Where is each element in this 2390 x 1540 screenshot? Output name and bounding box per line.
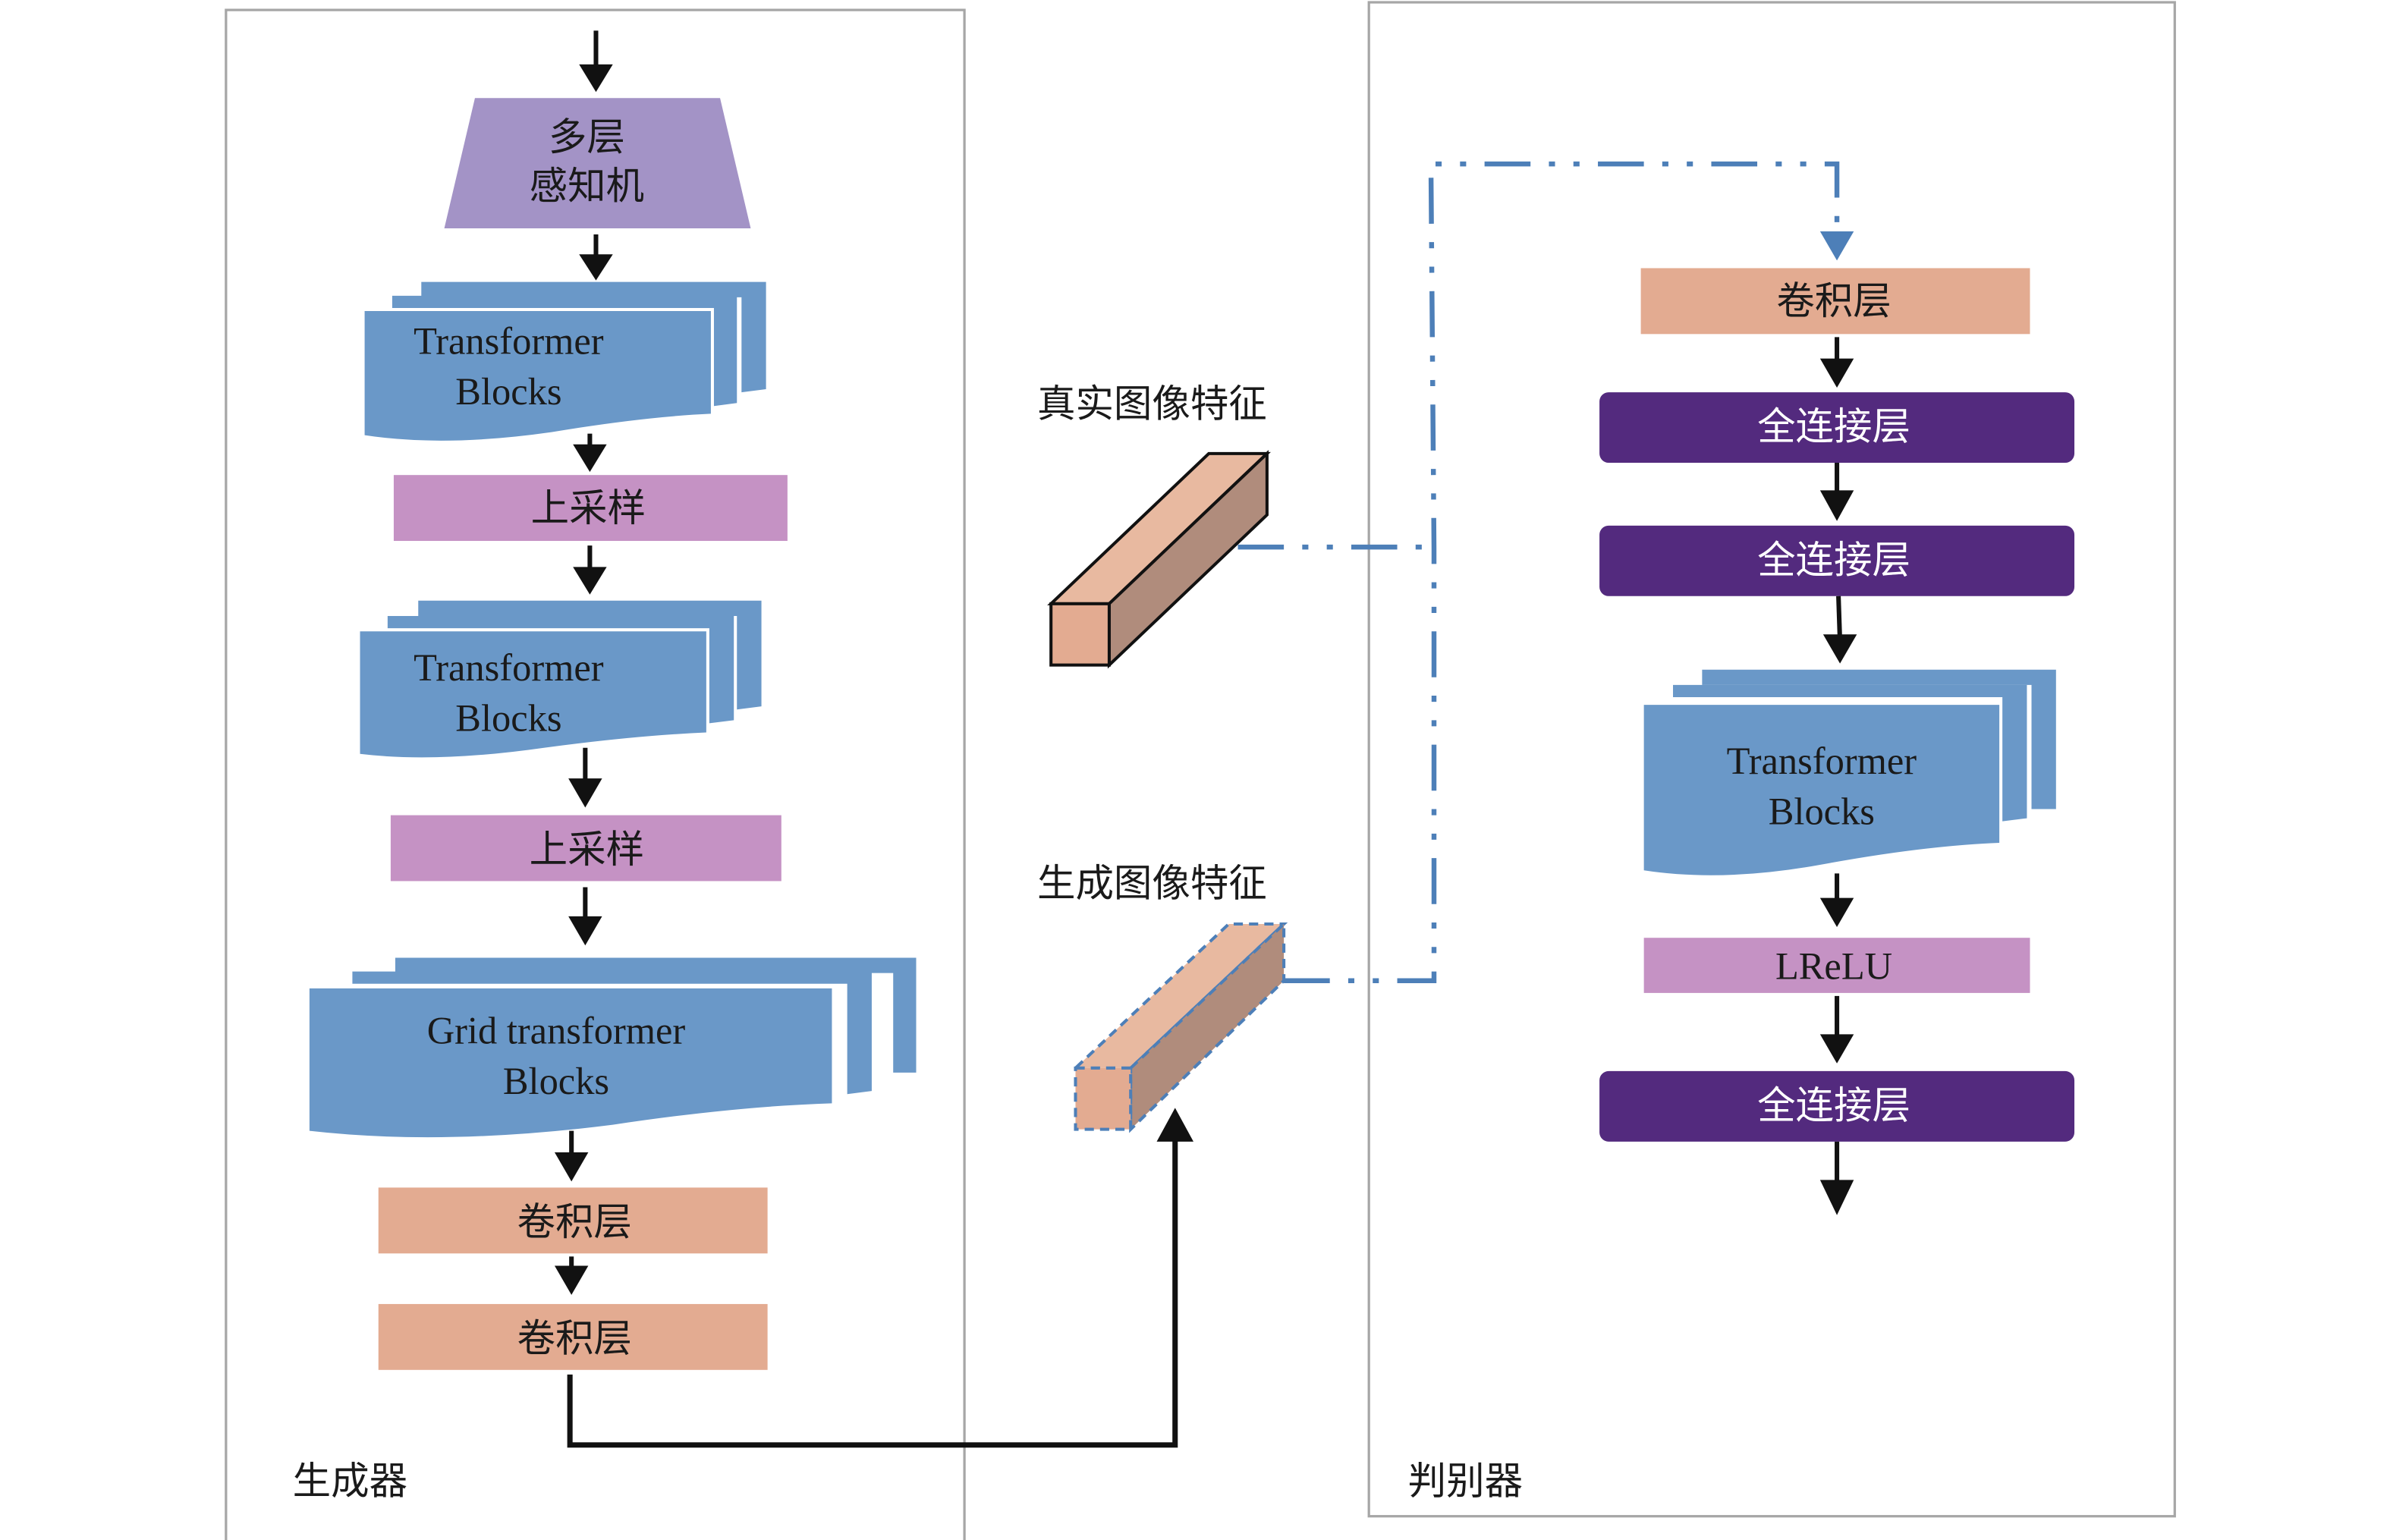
- transformer-blocks-1: Transformer Blocks: [364, 281, 766, 441]
- arrow-disc-output: [1819, 1141, 1854, 1215]
- disc-fc-block-2: 全连接层: [1599, 525, 2075, 596]
- arrow-fc2-to-transformer: [1822, 596, 1857, 664]
- grid-transformer-label-line1: Grid transformer: [427, 1010, 686, 1052]
- grid-transformer-blocks: Grid transformer Blocks: [309, 957, 917, 1138]
- upsample2-label: 上采样: [530, 827, 644, 872]
- disc-fc-block-1: 全连接层: [1599, 392, 2075, 464]
- arrow-conv1-to-conv2: [554, 1256, 589, 1295]
- grid-transformer-label-line2: Blocks: [503, 1060, 609, 1102]
- dashdot-arrowhead: [1819, 231, 1854, 261]
- generator-label: 生成器: [293, 1458, 407, 1503]
- transformer-blocks-2: Transformer Blocks: [360, 600, 762, 758]
- disc-transformer-label-line2: Blocks: [1769, 790, 1875, 833]
- arrow-grid-to-conv1: [554, 1130, 589, 1182]
- disc-fc1-label: 全连接层: [1757, 404, 1910, 449]
- transformer1-label-line2: Blocks: [455, 370, 561, 413]
- real-feature-label: 真实图像特征: [1037, 381, 1267, 426]
- transformer2-label-line1: Transformer: [414, 646, 604, 689]
- conv-block-1: 卷积层: [378, 1187, 768, 1254]
- disc-transformer-blocks: Transformer Blocks: [1643, 669, 2056, 875]
- disc-fc-block-3: 全连接层: [1599, 1070, 2075, 1142]
- disc-conv-block: 卷积层: [1640, 268, 2030, 335]
- upsample-block-1: 上采样: [393, 475, 788, 542]
- transformer1-label-line1: Transformer: [414, 320, 604, 363]
- mlp-label-line1: 多层: [549, 115, 625, 159]
- arrow-upsample2-to-grid: [568, 887, 602, 946]
- real-feature-cube: [1047, 450, 1271, 669]
- arrow-input: [579, 30, 613, 93]
- conv2-label: 卷积层: [517, 1316, 632, 1361]
- conv1-label: 卷积层: [517, 1199, 632, 1244]
- disc-fc2-label: 全连接层: [1757, 537, 1910, 582]
- dashdot-connector: [1237, 161, 1840, 983]
- discriminator-panel: [1367, 1, 2176, 1518]
- disc-conv-label: 卷积层: [1776, 278, 1891, 323]
- arrow-transformer-to-lrelu: [1819, 873, 1854, 928]
- upsample1-label: 上采样: [531, 486, 646, 530]
- discriminator-label: 判别器: [1408, 1458, 1523, 1503]
- transformer2-label-line2: Blocks: [455, 696, 561, 739]
- arrow-transformer2-to-upsample2: [568, 747, 602, 808]
- arrow-generator-output: [567, 1108, 1193, 1448]
- disc-transformer-label-line1: Transformer: [1727, 740, 1917, 782]
- arrow-mlp-to-transformer1: [579, 234, 613, 281]
- disc-lrelu-block: LReLU: [1643, 938, 2030, 993]
- arrow-transformer1-to-upsample1: [573, 433, 607, 473]
- generated-feature-label: 生成图像特征: [1037, 861, 1267, 906]
- generator-panel: [225, 8, 966, 1540]
- arrow-upsample1-to-transformer2: [573, 545, 607, 595]
- conv-block-2: 卷积层: [378, 1303, 768, 1370]
- disc-lrelu-label: LReLU: [1775, 945, 1892, 988]
- arrow-disc-conv-to-fc1: [1819, 337, 1854, 388]
- mlp-block: 多层 感知机: [444, 98, 751, 228]
- generated-feature-cube: [1071, 920, 1288, 1133]
- arrow-fc1-to-fc2: [1819, 463, 1854, 521]
- arrow-lrelu-to-fc3: [1819, 995, 1854, 1064]
- upsample-block-2: 上采样: [390, 815, 781, 882]
- mlp-label-line2: 感知机: [530, 164, 644, 209]
- disc-fc3-label: 全连接层: [1757, 1083, 1910, 1128]
